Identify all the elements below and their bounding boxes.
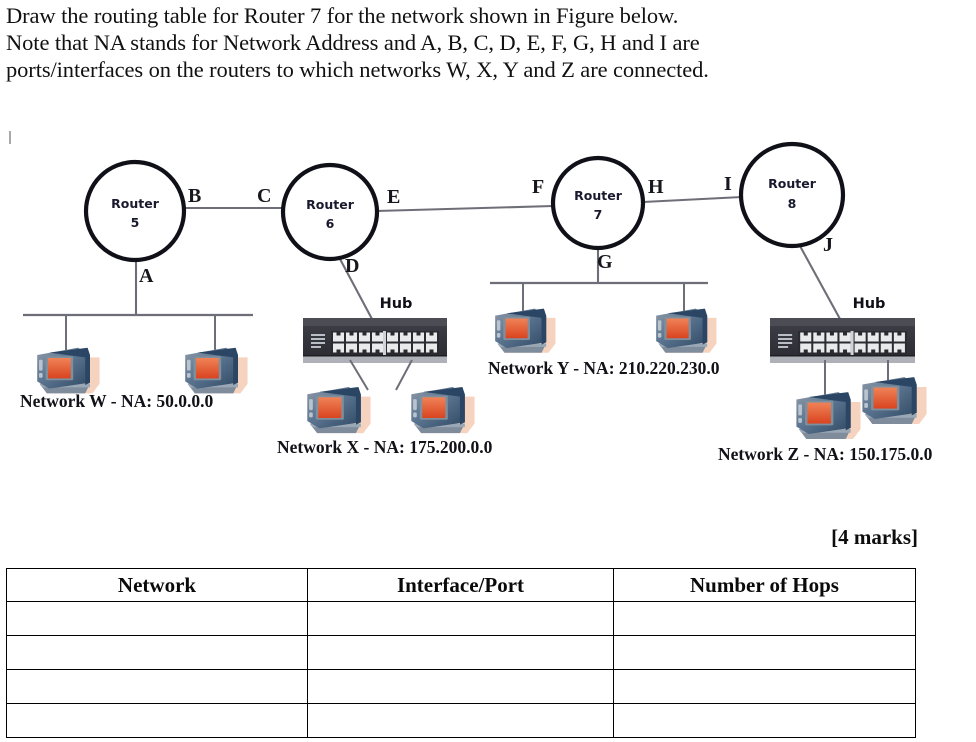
column-header-hops: Number of Hops <box>613 568 916 602</box>
port-label-c: C <box>257 185 271 207</box>
network-caption-w: Network W - NA: 50.0.0.0 <box>20 391 214 411</box>
network-captions: Network W - NA: 50.0.0.0 Network X - NA:… <box>20 358 933 464</box>
hub-x-group <box>303 318 475 434</box>
stray-tick-mark <box>9 131 11 144</box>
router-name: Router <box>306 197 355 212</box>
cell-hops[interactable] <box>613 635 916 670</box>
bus-network-w <box>23 313 253 394</box>
hub-icon <box>303 318 447 363</box>
pc-icon <box>862 377 927 424</box>
router-circle <box>83 159 187 263</box>
pc-icon <box>185 347 248 394</box>
link-e-f <box>376 204 554 213</box>
port-labels: A B C D E F G H I J <box>139 173 833 287</box>
pc-icon <box>495 308 556 353</box>
table-row <box>6 703 916 738</box>
hub-label-z: Hub <box>853 296 886 312</box>
cell-interface[interactable] <box>307 703 614 738</box>
router-node-6: Router 6 <box>280 162 380 262</box>
router-number: 6 <box>326 216 335 231</box>
cell-hops[interactable] <box>613 601 916 636</box>
router-name: Router <box>111 196 160 211</box>
marks-label: [4 marks] <box>831 525 918 549</box>
column-header-interface: Interface/Port <box>307 568 614 602</box>
port-label-d: D <box>345 255 359 277</box>
link-j-hubz <box>799 245 841 320</box>
bus-network-y <box>490 281 717 353</box>
port-label-f: F <box>532 176 544 198</box>
cell-network[interactable] <box>6 635 308 670</box>
diagram-links <box>134 195 841 320</box>
pc-icon <box>656 308 717 353</box>
router-circle <box>550 155 646 251</box>
router-number: 8 <box>788 196 797 211</box>
cell-interface[interactable] <box>307 601 614 636</box>
port-label-j: J <box>823 234 833 256</box>
table-row <box>6 669 916 704</box>
port-label-b: B <box>188 185 201 207</box>
port-label-e: E <box>387 186 400 208</box>
cell-interface[interactable] <box>307 669 614 704</box>
question-line-2: Note that NA stands for Network Address … <box>6 30 700 55</box>
cell-interface[interactable] <box>307 635 614 670</box>
hub-label-x: Hub <box>380 296 413 312</box>
pc-icon <box>411 386 475 434</box>
drop-x-2 <box>395 359 413 391</box>
hub-z-group <box>770 318 927 439</box>
router-name: Router <box>574 188 623 203</box>
pc-icon <box>796 392 861 439</box>
hub-icon <box>770 318 915 363</box>
port-label-h: H <box>648 176 664 198</box>
network-diagram: Router 5 Router 6 Router 7 Router 8 <box>0 110 976 500</box>
port-label-g: G <box>597 251 613 273</box>
router-number: 7 <box>594 207 603 222</box>
link-d-hubx <box>339 258 373 320</box>
cell-hops[interactable] <box>613 703 916 738</box>
port-label-a: A <box>139 265 154 287</box>
router-circle <box>280 162 380 262</box>
pc-icon <box>307 386 371 434</box>
router-node-5: Router 5 <box>83 159 187 263</box>
question-line-1: Draw the routing table for Router 7 for … <box>6 3 679 28</box>
router-node-8: Router 8 <box>738 141 846 249</box>
table-row <box>6 601 916 636</box>
cell-network[interactable] <box>6 703 308 738</box>
router-circle <box>738 141 846 249</box>
network-caption-z: Network Z - NA: 150.175.0.0 <box>718 444 933 464</box>
link-h-i <box>642 195 743 204</box>
port-label-i: I <box>724 173 732 195</box>
routers: Router 5 Router 6 Router 7 Router 8 <box>83 141 846 263</box>
pc-icon <box>37 347 100 394</box>
routing-table: Network Interface/Port Number of Hops <box>6 568 916 738</box>
hub-text-labels: Hub Hub <box>380 296 886 312</box>
table-header-row: Network Interface/Port Number of Hops <box>6 568 916 602</box>
network-caption-x: Network X - NA: 175.200.0.0 <box>277 437 493 457</box>
table-row <box>6 635 916 670</box>
question-text: Draw the routing table for Router 7 for … <box>6 2 966 83</box>
drop-x-1 <box>349 359 369 391</box>
cell-network[interactable] <box>6 601 308 636</box>
cell-network[interactable] <box>6 669 308 704</box>
router-name: Router <box>768 176 817 191</box>
column-header-network: Network <box>6 568 308 602</box>
question-line-3: ports/interfaces on the routers to which… <box>6 57 709 82</box>
network-caption-y: Network Y - NA: 210.220.230.0 <box>488 358 720 378</box>
cell-hops[interactable] <box>613 669 916 704</box>
router-number: 5 <box>131 215 140 230</box>
router-node-7: Router 7 <box>550 155 646 251</box>
